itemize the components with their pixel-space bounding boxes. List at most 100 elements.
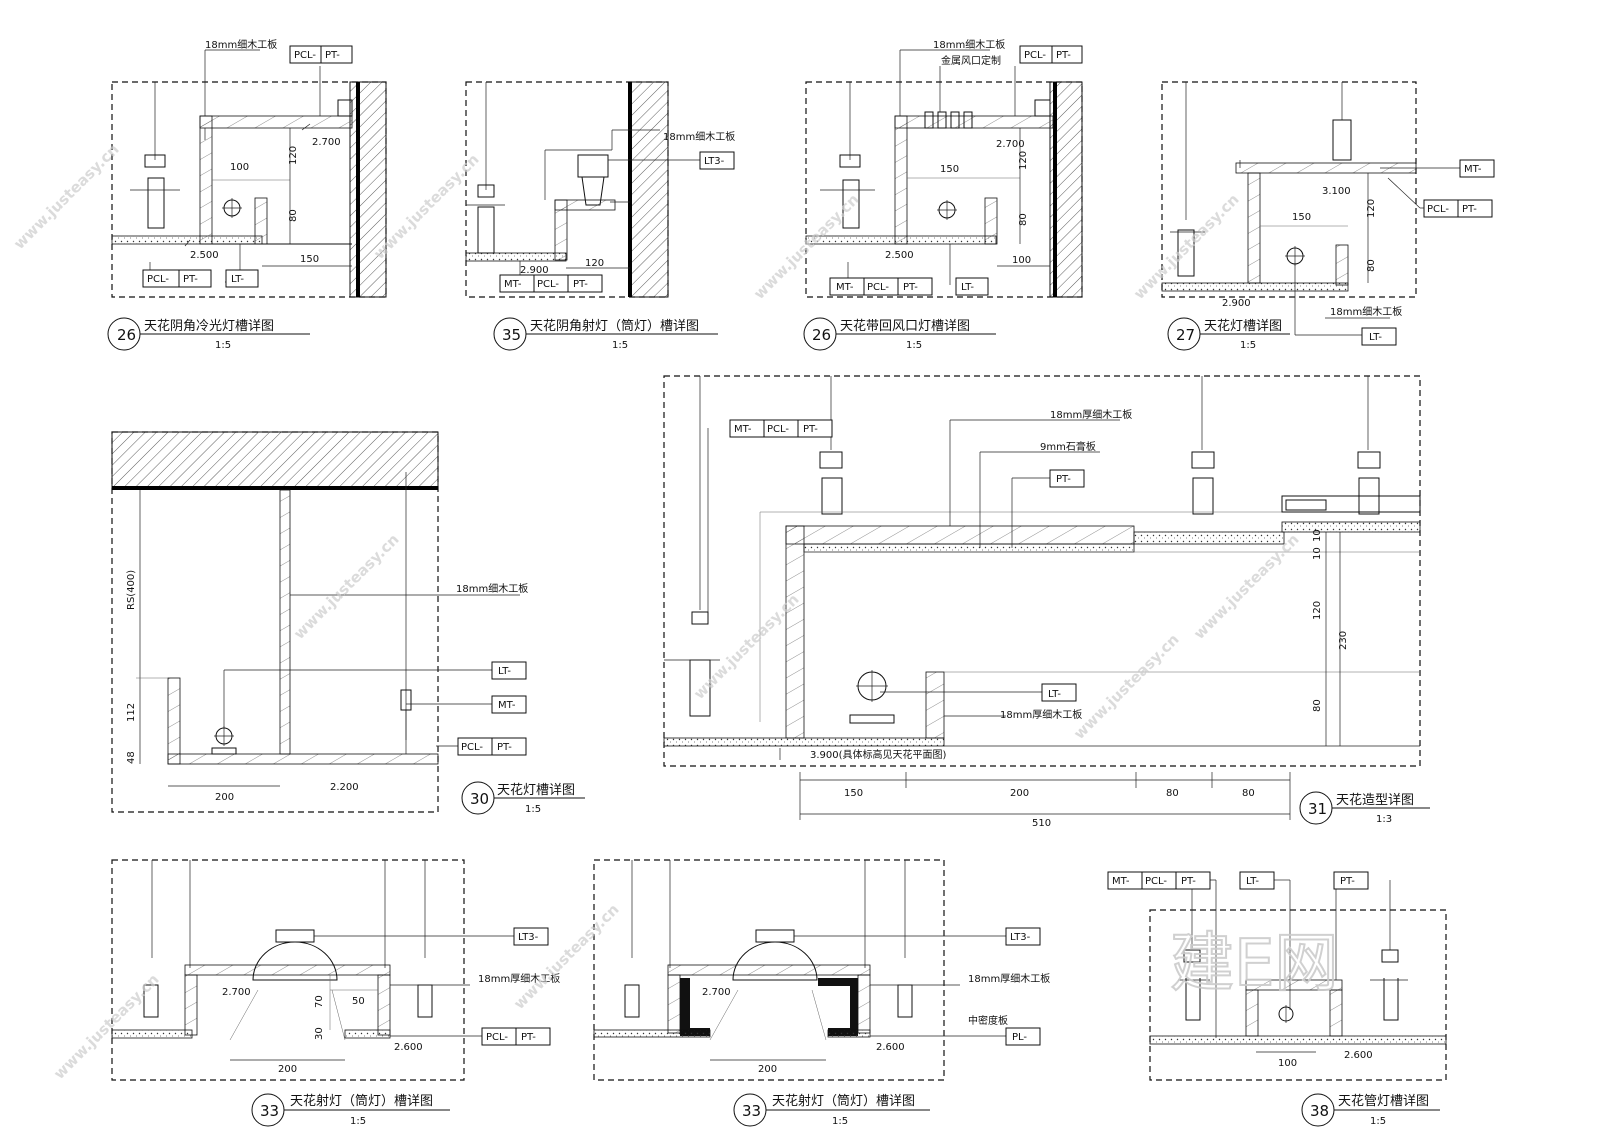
- detail-35-cove-spotlight: [465, 81, 735, 351]
- annotation-plywood-thick: 18mm厚细木工板: [968, 972, 1050, 985]
- elevation-label: 2.700: [312, 137, 341, 148]
- dimension-label: 120: [1312, 601, 1323, 620]
- tag-pcl: PCL-: [867, 282, 889, 293]
- detail-title: 天花带回风口灯槽详图: [840, 318, 970, 334]
- dimension-label: 230: [1338, 631, 1349, 650]
- annotation-plywood: 18mm细木工板: [663, 130, 735, 143]
- annotation-plywood-thick: 18mm厚细木工板: [1050, 408, 1132, 421]
- tag-pcl: PCL-: [147, 274, 169, 285]
- tag-pt: PT-: [903, 282, 918, 293]
- detail-27-light-trough: [1161, 81, 1495, 351]
- tag-mt: MT-: [734, 424, 752, 435]
- tag-pt: PT-: [803, 424, 818, 435]
- detail-title: 天花管灯槽详图: [1338, 1093, 1429, 1109]
- dimension-label: 200: [758, 1064, 777, 1075]
- vent-grille: [924, 111, 973, 129]
- detail-title: 天花灯槽详图: [497, 782, 575, 798]
- tag-pcl: PCL-: [1024, 50, 1046, 61]
- dimension-label: 150: [940, 164, 959, 175]
- detail-26-cove-cold-light: [107, 45, 387, 351]
- detail-title: 天花阴角冷光灯槽详图: [144, 318, 274, 334]
- elevation-label: 2.500: [190, 250, 219, 261]
- detail-title: 天花灯槽详图: [1204, 318, 1282, 334]
- annotation-density-board: 中密度板: [968, 1014, 1008, 1027]
- annotation-plywood: 18mm细木工板: [933, 38, 1005, 51]
- dimension-label: 100: [1012, 255, 1031, 266]
- dimension-label: 120: [1018, 151, 1029, 170]
- tag-pt: PT-: [1340, 876, 1355, 887]
- elevation-label: 2.900: [520, 265, 549, 276]
- tag-pcl: PCL-: [767, 424, 789, 435]
- elevation-label: 2.600: [876, 1042, 905, 1053]
- detail-scale: 1:5: [350, 1116, 366, 1127]
- elevation-label: 2.700: [702, 987, 731, 998]
- detail-33-spotlight-trough-left: [111, 859, 551, 1127]
- dimension-label: 150: [1292, 212, 1311, 223]
- dimension-label: 80: [1166, 788, 1179, 799]
- annotation-plywood: 18mm细木工板: [1330, 305, 1402, 318]
- annotation-plywood-thick: 18mm厚细木工板: [1000, 708, 1082, 721]
- detail-number: 26: [812, 326, 831, 344]
- tag-lt3: LT3-: [704, 156, 725, 167]
- detail-title: 天花阴角射灯（筒灯）槽详图: [530, 318, 699, 334]
- dimension-label: 80: [1312, 699, 1323, 712]
- dimension-label: 80: [288, 209, 299, 222]
- dimension-label: RS(400): [126, 570, 137, 610]
- elevation-label: 2.900: [1222, 298, 1251, 309]
- dimension-label: 48: [126, 751, 137, 764]
- dimension-label: 120: [585, 258, 604, 269]
- tag-pt: PT-: [573, 279, 588, 290]
- detail-scale: 1:5: [1240, 340, 1256, 351]
- dimension-label: 510: [1032, 818, 1051, 829]
- elevation-label: 2.600: [1344, 1050, 1373, 1061]
- tag-lt: LT-: [1369, 332, 1382, 343]
- detail-31-ceiling-profile: [663, 375, 1430, 825]
- tag-lt3: LT3-: [1010, 932, 1031, 943]
- tag-lt: LT-: [1246, 876, 1259, 887]
- tag-mt: MT-: [504, 279, 522, 290]
- detail-38-tube-light-trough: [1107, 871, 1447, 1127]
- watermark-url: www.justeasy.cn: [1070, 630, 1183, 743]
- tag-mt: MT-: [1464, 164, 1482, 175]
- dimension-label: 200: [215, 792, 234, 803]
- detail-scale: 1:5: [1370, 1116, 1386, 1127]
- annotation-plywood-thick: 18mm厚细木工板: [478, 972, 560, 985]
- detail-number: 31: [1308, 800, 1327, 818]
- tag-pcl: PCL-: [461, 742, 483, 753]
- tag-mt: MT-: [836, 282, 854, 293]
- tag-pt: PT-: [1056, 50, 1071, 61]
- detail-number: 33: [742, 1102, 761, 1120]
- tag-lt: LT-: [1048, 689, 1061, 700]
- tag-lt: LT-: [961, 282, 974, 293]
- detail-scale: 1:5: [832, 1116, 848, 1127]
- tag-pt: PT-: [183, 274, 198, 285]
- tag-pt: PT-: [1181, 876, 1196, 887]
- dimension-label: 80: [1366, 259, 1377, 272]
- tag-pt: PT-: [1462, 204, 1477, 215]
- dimension-label: 70: [314, 995, 325, 1008]
- detail-number: 26: [117, 326, 136, 344]
- detail-number: 27: [1176, 326, 1195, 344]
- watermark-url: www.justeasy.cn: [50, 970, 163, 1083]
- detail-title: 天花射灯（筒灯）槽详图: [772, 1093, 915, 1109]
- elevation-label: 2.700: [222, 987, 251, 998]
- dimension-label: 150: [300, 254, 319, 265]
- detail-number: 35: [502, 326, 521, 344]
- tag-pcl: PCL-: [1427, 204, 1449, 215]
- tag-pt: PT-: [497, 742, 512, 753]
- dimension-label: 120: [1366, 199, 1377, 218]
- dimension-label: 80: [1018, 213, 1029, 226]
- tag-mt: MT-: [498, 700, 516, 711]
- detail-scale: 1:5: [525, 804, 541, 815]
- elevation-label: 2.700: [996, 139, 1025, 150]
- detail-title: 天花射灯（筒灯）槽详图: [290, 1093, 433, 1109]
- detail-33-spotlight-trough-right: [593, 859, 1041, 1127]
- tag-pcl: PCL-: [294, 50, 316, 61]
- watermark-url: www.justeasy.cn: [290, 530, 403, 643]
- annotation-metal-vent: 金属风口定制: [941, 54, 1001, 67]
- elevation-label: 2.500: [885, 250, 914, 261]
- elevation-label: 3.100: [1322, 186, 1351, 197]
- dimension-label: 30: [314, 1027, 325, 1040]
- detail-scale: 1:3: [1376, 814, 1392, 825]
